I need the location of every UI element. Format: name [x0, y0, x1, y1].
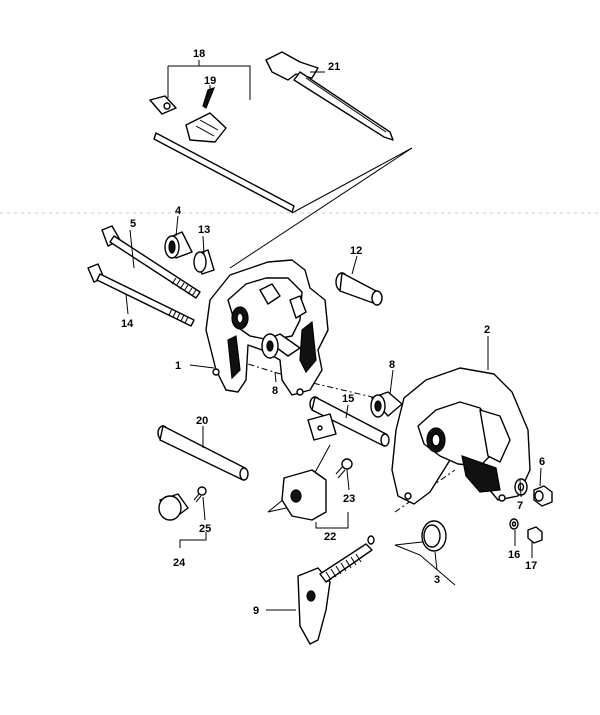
callout-21: 21 — [328, 61, 340, 73]
part-17-nut — [527, 526, 543, 544]
callout-24: 24 — [173, 557, 186, 569]
callout-labels: 18 19 21 4 5 13 12 14 2 1 8 8 15 20 6 7 … — [121, 48, 545, 617]
callout-19: 19 — [204, 75, 216, 87]
callout-12: 12 — [350, 245, 362, 257]
callout-9: 9 — [253, 605, 259, 617]
callout-17: 17 — [525, 560, 537, 572]
part-16-washer — [509, 518, 519, 530]
callout-3: 3 — [434, 574, 440, 586]
callout-2: 2 — [484, 324, 490, 336]
callout-5: 5 — [130, 218, 136, 230]
callout-16: 16 — [508, 549, 520, 561]
part-12-pin — [335, 272, 383, 306]
callout-23: 23 — [343, 493, 355, 505]
part-4-bushing — [164, 231, 193, 259]
part-8-bushing-right — [370, 391, 403, 418]
part-1-clamp-bracket — [205, 259, 329, 396]
part-24-bumper — [158, 493, 189, 521]
part-9-tilt-lever — [297, 535, 375, 645]
part-14-bolt — [87, 263, 195, 327]
callout-18: 18 — [193, 48, 205, 60]
part-15-rod — [309, 396, 390, 447]
part-6-nut — [533, 485, 553, 507]
part-7-washer — [514, 478, 528, 496]
callout-22: 22 — [324, 531, 336, 543]
callout-leaders — [125, 71, 542, 611]
part-20-rod — [157, 425, 249, 481]
part-22-pad — [281, 413, 337, 521]
part-18-assembly — [149, 87, 295, 213]
part-21-pin — [265, 51, 394, 141]
part-25-screw — [193, 486, 207, 503]
callout-15: 15 — [342, 393, 354, 405]
part-8-bushing-left — [261, 333, 301, 359]
callout-4: 4 — [175, 205, 182, 217]
callout-8-left: 8 — [272, 385, 278, 397]
part-23-screw — [335, 458, 353, 479]
callout-14: 14 — [121, 318, 134, 330]
callout-20: 20 — [196, 415, 208, 427]
callout-25: 25 — [199, 523, 211, 535]
part-3-disc — [421, 520, 447, 552]
callout-7: 7 — [517, 500, 523, 512]
callout-13: 13 — [198, 224, 210, 236]
callout-1: 1 — [175, 360, 181, 372]
callout-8-right: 8 — [389, 359, 395, 371]
part-2-swivel-bracket — [391, 367, 531, 505]
callout-6: 6 — [539, 456, 545, 468]
